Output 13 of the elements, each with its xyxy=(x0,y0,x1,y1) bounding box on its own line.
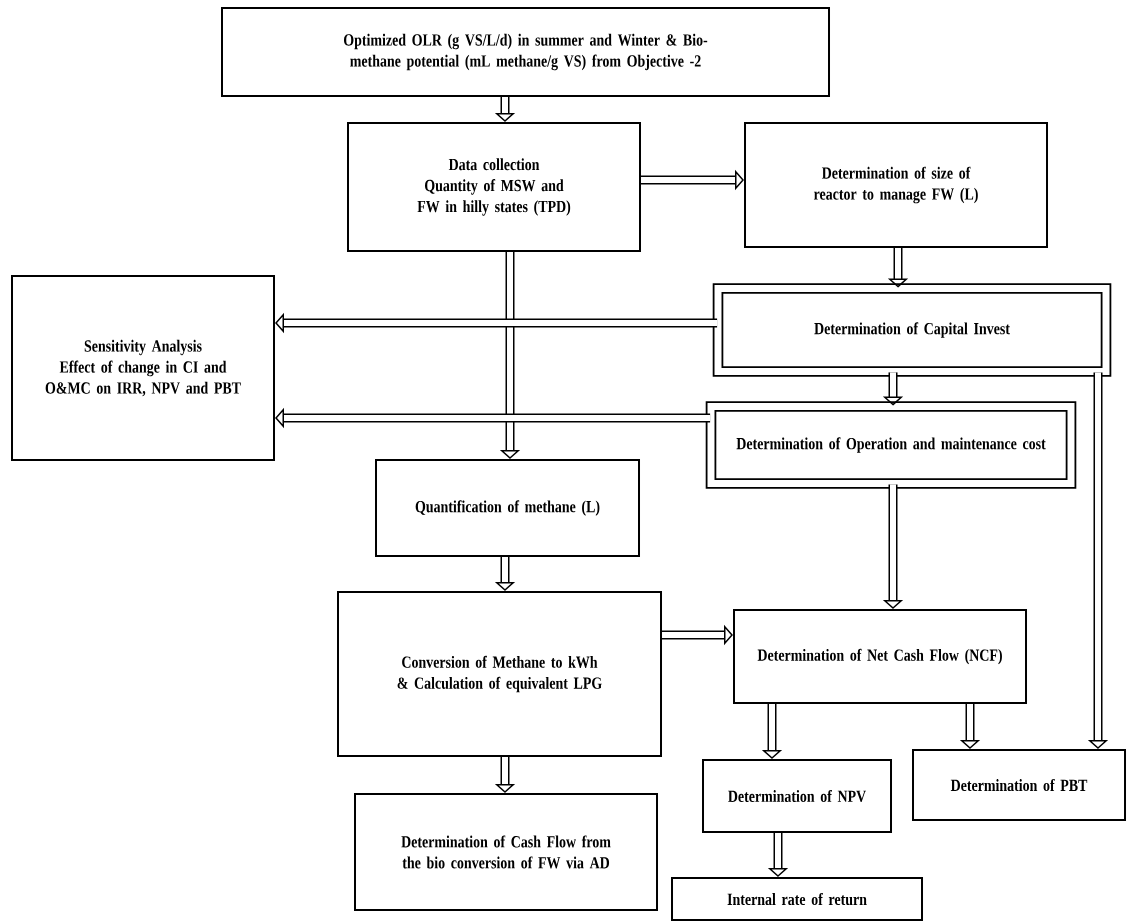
process-box: Determination of NPV xyxy=(702,759,892,833)
process-box: Determination of size of reactor to manage FW (L) xyxy=(744,122,1048,248)
process-box: Optimized OLR (g VS/L/d) in summer and Winter & Bio-methane potential (mL methane/g VS) from Objective -2 xyxy=(221,7,830,97)
process-box: Sensitivity Analysis Effect of change in CI and O&MC on IRR, NPV and PBT xyxy=(11,275,275,461)
process-box: Determination of Cash Flow from the bio conversion of FW via AD xyxy=(354,793,658,911)
process-box: Determination of PBT xyxy=(912,749,1126,821)
process-box: Determination of Net Cash Flow (NCF) xyxy=(733,609,1027,704)
process-box: Quantification of methane (L) xyxy=(375,459,640,557)
double-bordered-box: Determination of Capital Invest xyxy=(712,283,1112,377)
process-box: Internal rate of return xyxy=(671,877,923,921)
process-box: Conversion of Methane to kWh & Calculation of equivalent LPG xyxy=(337,591,662,757)
process-box: Data collection Quantity of MSW and FW in hilly states (TPD) xyxy=(347,122,641,252)
double-bordered-box: Determination of Operation and maintenance cost xyxy=(705,401,1077,489)
